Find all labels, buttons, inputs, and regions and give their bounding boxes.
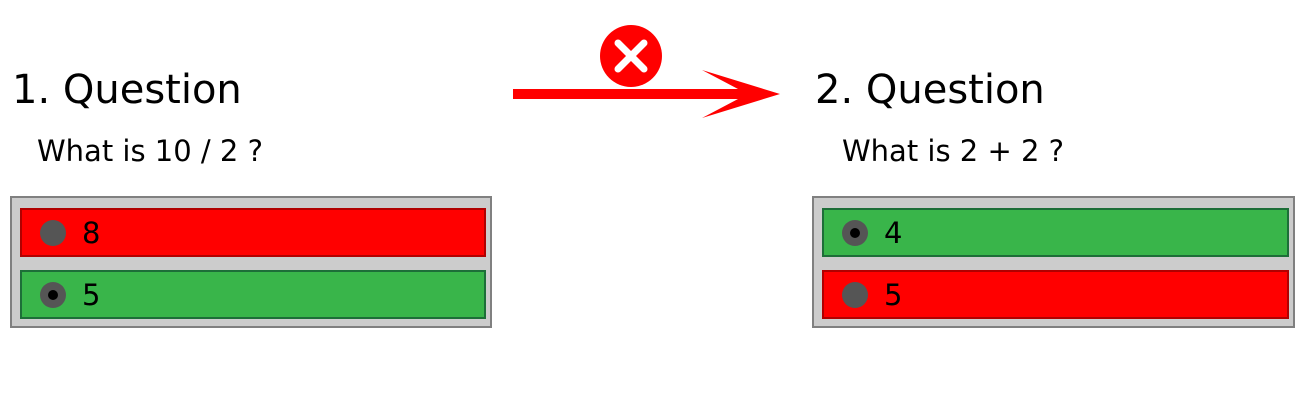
option-label: 5 [82,278,101,312]
close-icon [600,25,662,87]
answer-panel: 4 5 [812,196,1295,328]
answer-option-4[interactable]: 4 [822,208,1289,257]
option-label: 4 [884,216,903,250]
option-label: 8 [82,216,101,250]
question-title: 1. Question [12,67,242,113]
arrow-right-icon [513,70,780,118]
question-title: 2. Question [815,67,1045,113]
radio-button[interactable] [40,220,66,246]
radio-button-selected[interactable] [842,220,868,246]
answer-panel: 8 5 [10,196,492,328]
question-text: What is 10 / 2 ? [37,134,263,168]
question-text: What is 2 + 2 ? [842,134,1065,168]
answer-option-5[interactable]: 5 [822,270,1289,319]
option-label: 5 [884,278,903,312]
answer-option-5[interactable]: 5 [20,270,486,319]
radio-button-selected[interactable] [40,282,66,308]
answer-option-8[interactable]: 8 [20,208,486,257]
radio-button[interactable] [842,282,868,308]
